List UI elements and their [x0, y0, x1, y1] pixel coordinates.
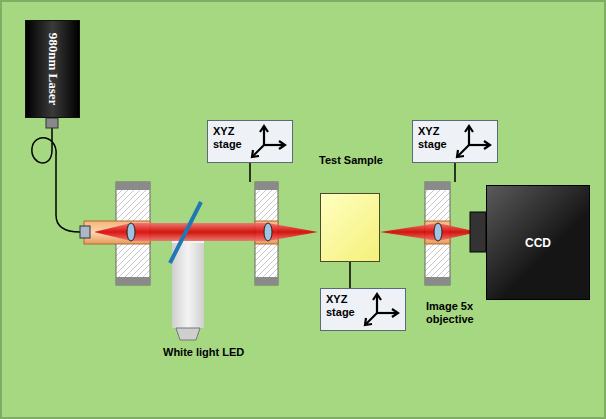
ccd-camera: CCD — [486, 185, 590, 300]
xyz-stage-box: XYZ stage — [207, 120, 293, 163]
node-label: XYZ stage — [213, 125, 249, 151]
node-label: Test Sample — [311, 154, 391, 167]
node-label: XYZ stage — [418, 125, 454, 151]
xyz-stage-box: XYZ stage — [412, 120, 498, 163]
objective-label: Image 5x objective — [426, 300, 496, 326]
node-label: XYZ stage — [326, 293, 362, 319]
axis-symbol — [453, 123, 493, 161]
led-label: White light LED — [163, 346, 263, 359]
laser-box: 980nm Laser — [25, 20, 80, 118]
node-label: CCD — [487, 236, 589, 250]
xyz-stage-box: XYZ stage — [320, 288, 406, 331]
stage-rod — [349, 262, 351, 288]
axis-symbol — [248, 123, 288, 161]
test-sample-box: Test Sample — [320, 193, 380, 262]
node-label: 980nm Laser — [45, 33, 61, 106]
axis-symbol — [361, 291, 401, 329]
